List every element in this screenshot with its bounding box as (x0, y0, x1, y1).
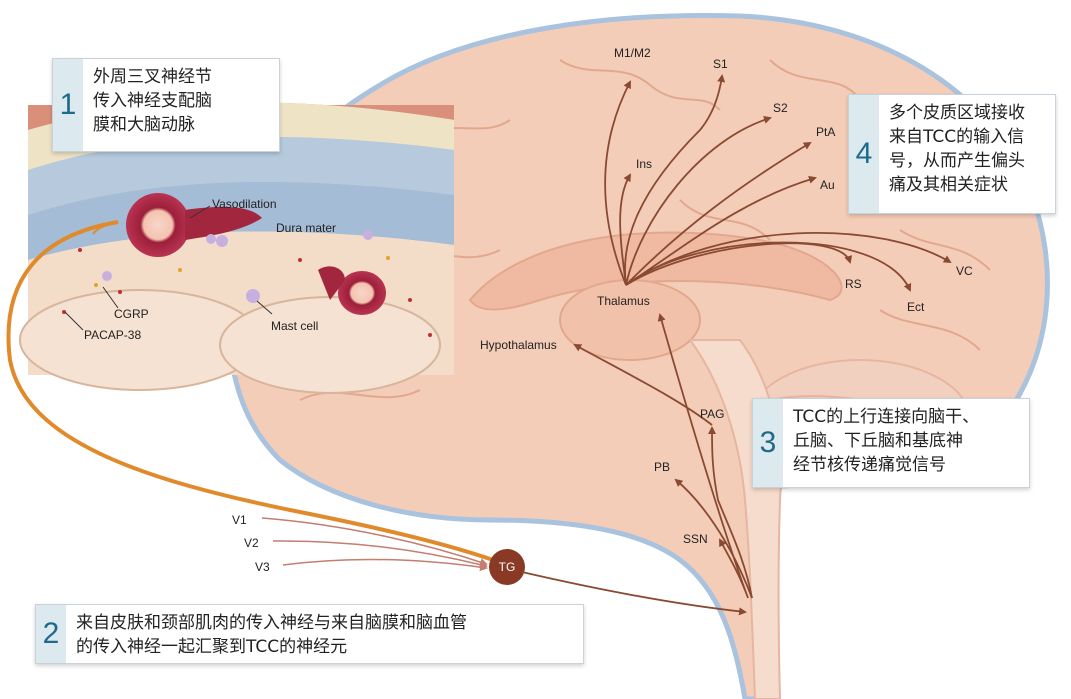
label-m1m2: M1/M2 (614, 46, 651, 60)
label-vasodilation: Vasodilation (212, 197, 277, 211)
dilated-vessel (126, 193, 190, 257)
callout-2: 2 来自皮肤和颈部肌肉的传入神经与来自脑膜和脑血管 的传入神经一起汇聚到TCC的… (35, 604, 584, 664)
label-pta: PtA (816, 125, 835, 139)
label-pacap: PACAP-38 (84, 328, 141, 342)
callout-4-number: 4 (849, 95, 879, 213)
label-ssn: SSN (683, 532, 708, 546)
callout-3-number: 3 (753, 399, 783, 487)
label-au: Au (820, 178, 835, 192)
label-cgrp: CGRP (114, 307, 149, 321)
label-tg: TG (499, 560, 516, 574)
label-vc: VC (956, 264, 973, 278)
label-pb: PB (654, 460, 670, 474)
label-v1: V1 (232, 513, 247, 527)
callout-2-number: 2 (36, 605, 66, 663)
label-s1: S1 (713, 57, 728, 71)
label-thalamus: Thalamus (597, 294, 650, 308)
region-labels: M1/M2 S1 S2 PtA Au Ins Thalamus RS Ect V… (480, 46, 973, 546)
peripheral-nerves: V1 V2 V3 (232, 513, 488, 574)
small-vessel (338, 271, 386, 315)
callout-3: 3 TCC的上行连接向脑干、 丘脑、下丘脑和基底神 经节核传递痛觉信号 (752, 398, 1030, 488)
label-s2: S2 (773, 101, 788, 115)
label-ins: Ins (636, 157, 652, 171)
ascending-pathways (573, 74, 952, 599)
tg-node (489, 549, 525, 585)
trigeminal-nerve-fiber (6, 220, 494, 562)
label-dura-mater: Dura mater (276, 221, 336, 235)
callout-4: 4 多个皮质区域接收 来自TCC的输入信 号，从而产生偏头 痛及其相关症状 (848, 94, 1056, 214)
label-v3: V3 (255, 560, 270, 574)
mast-cell (246, 289, 260, 303)
callout-2-text: 来自皮肤和颈部肌肉的传入神经与来自脑膜和脑血管 的传入神经一起汇聚到TCC的神经… (76, 613, 467, 657)
label-ect: Ect (907, 300, 925, 314)
label-v2: V2 (244, 536, 259, 550)
callout-1-text: 外周三叉神经节 传入神经支配脑 膜和大脑动脉 (93, 67, 212, 135)
label-pag: PAG (700, 407, 724, 421)
callout-1-number: 1 (53, 59, 83, 151)
label-hypothalamus: Hypothalamus (480, 338, 557, 352)
callout-1: 1 外周三叉神经节 传入神经支配脑 膜和大脑动脉 (52, 58, 280, 152)
callout-3-text: TCC的上行连接向脑干、 丘脑、下丘脑和基底神 经节核传递痛觉信号 (793, 407, 980, 475)
label-mast-cell: Mast cell (271, 319, 318, 333)
label-rs: RS (845, 277, 862, 291)
callout-4-text: 多个皮质区域接收 来自TCC的输入信 号，从而产生偏头 痛及其相关症状 (889, 103, 1025, 195)
